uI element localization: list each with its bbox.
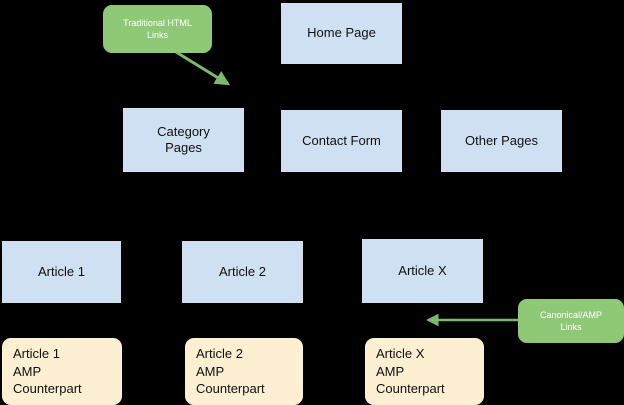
node-article-2-amp-counterpart[interactable]: Article 2 AMP Counterpart (185, 338, 303, 405)
callout-canonical-amp-links[interactable]: Canonical/AMP Links (518, 299, 624, 343)
node-article-1[interactable]: Article 1 (2, 241, 121, 303)
arrow-traditional-html-links (175, 50, 231, 86)
node-contact-form[interactable]: Contact Form (281, 110, 402, 172)
node-other-pages[interactable]: Other Pages (441, 110, 562, 172)
node-article-1-amp-counterpart[interactable]: Article 1 AMP Counterpart (2, 338, 122, 405)
callout-traditional-html-links[interactable]: Traditional HTML Links (103, 5, 212, 53)
node-home-page[interactable]: Home Page (281, 3, 402, 64)
node-article-x-amp-counterpart[interactable]: Article X AMP Counterpart (365, 338, 484, 405)
node-article-2[interactable]: Article 2 (182, 241, 303, 303)
node-category-pages[interactable]: Category Pages (123, 108, 244, 172)
node-article-x[interactable]: Article X (362, 239, 483, 303)
